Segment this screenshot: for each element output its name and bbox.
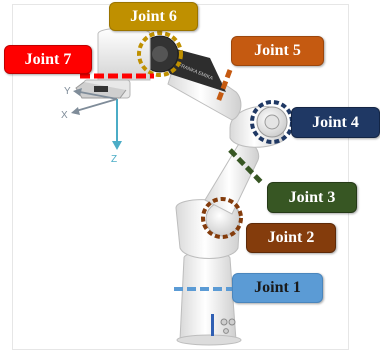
- joint6-marker: [137, 31, 183, 77]
- joint7-label: Joint 7: [4, 45, 92, 74]
- coordinate-frame: Y X Z: [61, 86, 122, 165]
- joint6-label: Joint 6: [109, 2, 198, 31]
- x-axis: [75, 98, 118, 112]
- base-column: [179, 251, 237, 341]
- joint5-label: Joint 5: [231, 36, 324, 66]
- y-axis: [79, 91, 118, 100]
- joint3-marker: [228, 148, 265, 186]
- wrist-housing: [97, 27, 151, 81]
- base-foot: [176, 334, 242, 346]
- joint4-label: Joint 4: [291, 107, 380, 138]
- joint3-label: Joint 3: [267, 182, 357, 213]
- y-axis-label: Y: [64, 86, 71, 97]
- joint5-marker: [215, 69, 233, 103]
- joint1-label: Joint 1: [232, 273, 323, 303]
- joint2-marker: [201, 197, 243, 239]
- x-axis-label: X: [61, 110, 68, 121]
- z-axis-label: Z: [111, 154, 117, 165]
- base-indicator: [211, 314, 214, 336]
- joint2-label: Joint 2: [246, 223, 336, 253]
